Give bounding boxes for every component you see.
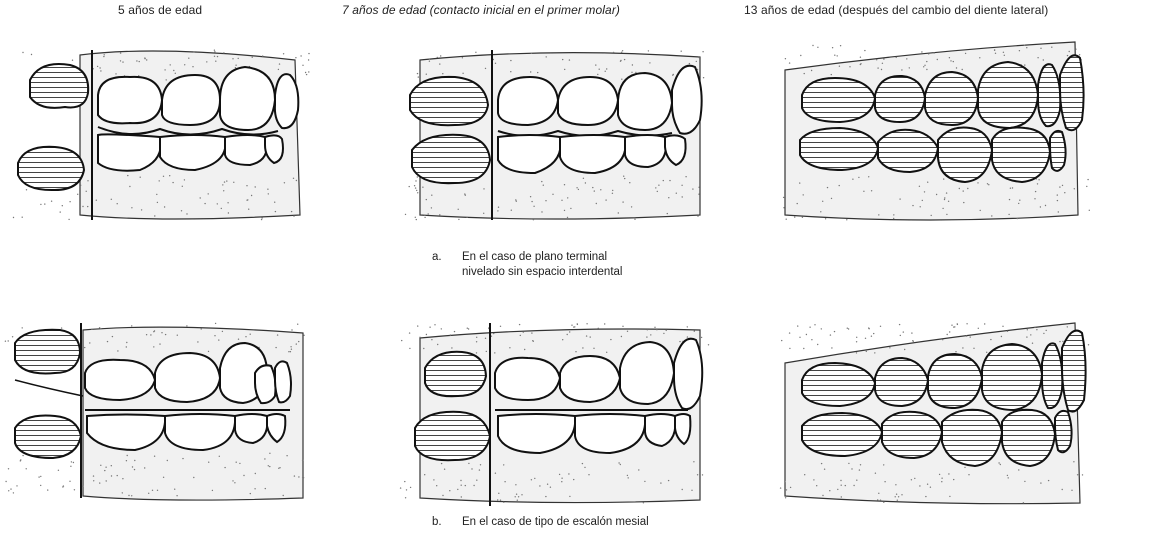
permanent-molar-upper [410,77,488,125]
upper-teeth [98,67,298,130]
panel-a-age-13 [780,40,1090,225]
panel-a-age-7 [400,45,710,225]
caption-a: a.En el caso de plano terminal nivelado … [432,250,622,280]
caption-a-label: a. [432,250,462,265]
permanent-molar-lower [18,147,84,190]
permanent-molar-upper [425,352,486,396]
caption-a-line2: nivelado sin espacio interdental [432,265,622,280]
caption-b-line1: En el caso de tipo de escalón mesial [462,516,649,528]
permanent-molar-lower [15,416,81,459]
permanent-molar-lower [412,135,490,183]
permanent-molar-upper [30,64,88,108]
panel-b-age-7 [400,318,710,508]
caption-a-line1: En el caso de plano terminal [462,251,607,263]
permanent-molar-lower [415,412,490,460]
permanent-molar-upper [15,330,80,374]
caption-b-label: b. [432,515,462,530]
caption-b: b.En el caso de tipo de escalón mesial [432,515,649,530]
header-age-13: 13 años de edad (después del cambio del … [744,3,1048,17]
panel-a-age-5 [10,45,310,225]
header-age-7: 7 años de edad (contacto inicial en el p… [342,3,620,17]
panel-b-age-5 [5,318,305,503]
panel-b-age-13 [780,318,1090,508]
header-age-5: 5 años de edad [118,3,202,17]
